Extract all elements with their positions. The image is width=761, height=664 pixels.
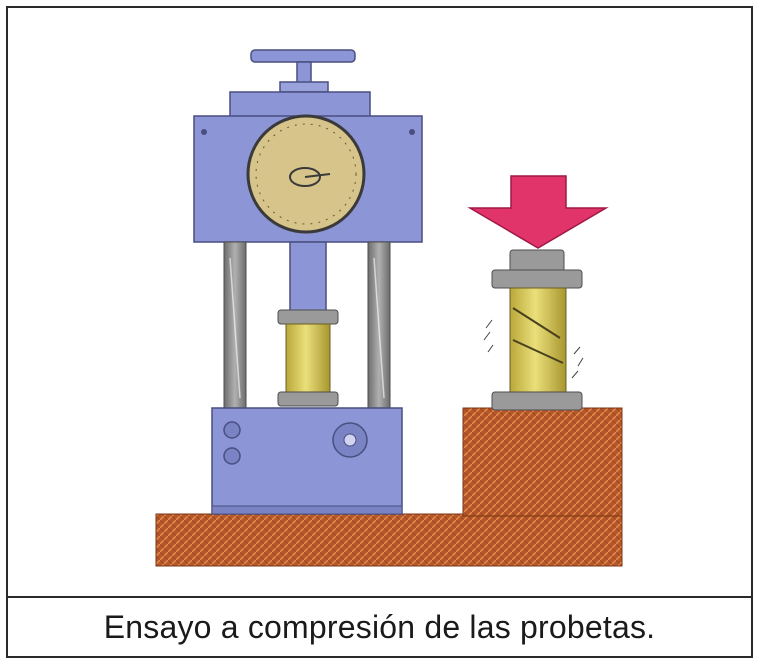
figure-caption: Ensayo a compresión de las probetas. — [103, 608, 656, 645]
caption-divider — [8, 596, 751, 598]
downward-load-arrow — [467, 175, 609, 249]
compression-testing-machine — [193, 49, 423, 515]
cylindrical-test-specimen — [483, 249, 584, 411]
hatched-ground-base — [155, 407, 623, 567]
compression-test-illustration — [155, 49, 623, 567]
figure-frame: Ensayo a compresión de las probetas. — [6, 6, 753, 658]
pressure-dial-icon — [246, 114, 366, 234]
